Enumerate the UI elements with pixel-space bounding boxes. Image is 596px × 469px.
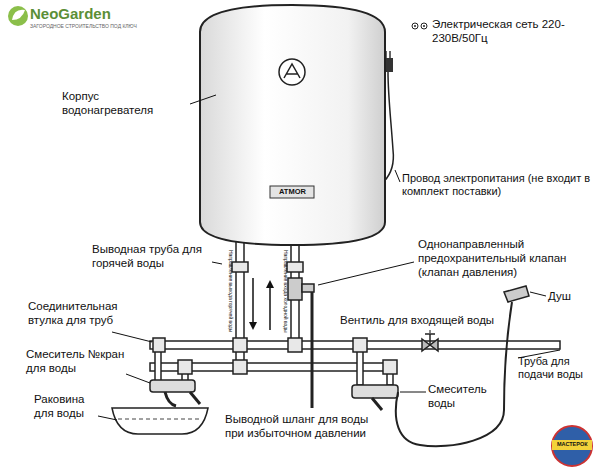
watermark-subtitle: ЗАГОРОДНОЕ СТРОИТЕЛЬСТВО ПОД КЛЮЧ	[30, 23, 200, 29]
part-label: Смеситель воды	[428, 383, 498, 411]
watermark-badge: МАСТЕРОК	[557, 441, 588, 448]
part-label: Однонаправленный предохранительный клапа…	[418, 238, 590, 279]
brand-plate: ATMOR	[279, 187, 306, 196]
part-label: Соединительная втулка для труб	[28, 300, 140, 328]
sink-basin	[112, 408, 208, 434]
part-label: Душ	[548, 290, 588, 304]
logo-leaf	[8, 6, 28, 26]
part-label: Корпус водонагревателя	[62, 90, 187, 118]
sink-mixer	[150, 380, 200, 406]
part-label: Раковина для воды	[34, 393, 102, 421]
part-label: Смеситель №кран для воды	[26, 348, 131, 376]
part-label: Вентиль для входящей воды	[340, 314, 510, 328]
badge	[552, 426, 592, 466]
watermark-logo: NeoGarden	[30, 5, 170, 23]
shower	[396, 286, 529, 446]
flow-label: Направление входа холодной воды	[283, 250, 289, 333]
shower-mixer	[352, 385, 398, 410]
part-label: Электрическая сеть 220-230В/50Гц	[432, 18, 582, 46]
inlet-valve	[422, 334, 438, 351]
part-label: Провод электропитания (не входит в компл…	[402, 172, 592, 198]
part-label: Выводная труба для горячей воды	[92, 243, 212, 271]
safety-valve	[288, 278, 314, 408]
flow-arrows	[253, 278, 270, 330]
tank-body	[200, 5, 385, 245]
part-label: Выводной шланг для воды при избыточном д…	[225, 413, 375, 441]
flow-label: Направление выхода горячей воды	[228, 250, 234, 332]
part-label: Труба для подачи воды	[518, 355, 592, 381]
